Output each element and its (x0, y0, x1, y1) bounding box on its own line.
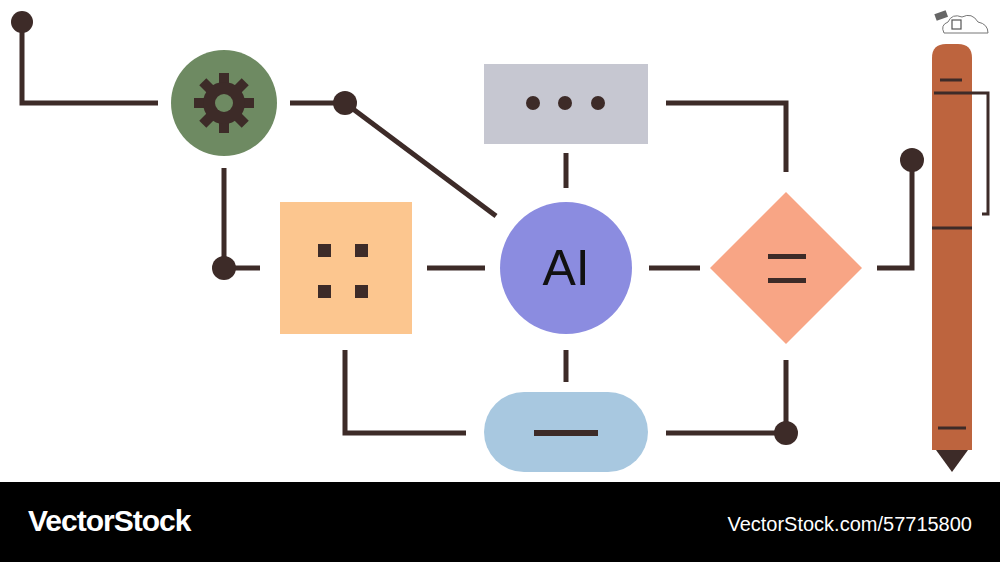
equals-bar (768, 254, 806, 259)
wire (427, 266, 485, 271)
blue-pill (484, 392, 648, 472)
junction-dot (11, 11, 33, 33)
diamond-shape (710, 192, 862, 344)
wire (666, 103, 786, 172)
wire (666, 360, 786, 433)
junction-dot (212, 256, 236, 280)
pencil-tip (936, 450, 968, 472)
wire (564, 350, 569, 382)
gear-node (171, 50, 277, 156)
wire (22, 22, 158, 103)
wire (877, 160, 912, 268)
pencil-band (932, 227, 972, 230)
decision-diamond (710, 192, 862, 344)
ai-circle: AI (500, 202, 632, 334)
pencil-body (932, 44, 972, 450)
gear-body (203, 82, 245, 124)
pencil-band (940, 79, 962, 82)
chip-icon (952, 20, 961, 29)
node-label: AI (542, 243, 589, 293)
dash-icon (534, 430, 598, 436)
dot-icon (526, 96, 540, 110)
junction-dot (774, 421, 798, 445)
wires (22, 22, 912, 433)
junction-dots (11, 11, 924, 445)
dot-icon (591, 96, 605, 110)
pencil (932, 10, 988, 472)
pencil-clip (934, 93, 988, 214)
wire (345, 103, 496, 216)
dot-icon (558, 96, 572, 110)
junction-dot (900, 148, 924, 172)
watermark-url: VectorStock.com/57715800 (727, 514, 972, 534)
ellipsis-box (484, 64, 648, 144)
gear-icon (194, 73, 254, 133)
gear-tooth (199, 78, 248, 127)
gear-circle (171, 50, 277, 156)
grid-icon (318, 244, 368, 298)
orange-box (280, 202, 412, 334)
gear-tooth (199, 78, 248, 127)
grid-box (280, 202, 412, 334)
wire (564, 153, 569, 188)
terminal-pill (484, 392, 648, 472)
gear-hole (215, 94, 233, 112)
wire (649, 266, 700, 271)
circle-fill (500, 202, 632, 334)
camera-icon (934, 10, 948, 21)
wire (345, 350, 466, 433)
grid-square (318, 285, 331, 298)
cloud-camera-icon (934, 10, 988, 33)
grid-square (355, 285, 368, 298)
pencil-bands (932, 80, 988, 428)
equals-bar (768, 278, 806, 283)
wire (224, 168, 260, 268)
watermark-brand: VectorStock (28, 506, 190, 536)
grid-square (318, 244, 331, 257)
watermark-bar (0, 482, 1000, 562)
junction-dot (333, 91, 357, 115)
cloud-icon (943, 15, 988, 33)
pencil-band (938, 427, 966, 430)
grid-square (355, 244, 368, 257)
gray-box (484, 64, 648, 144)
